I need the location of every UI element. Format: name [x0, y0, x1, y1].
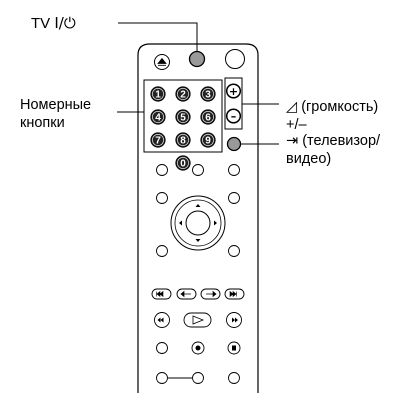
number-button-8: 8	[175, 132, 191, 148]
number-button-4: 4	[150, 109, 166, 125]
volume-label-line2: +/–	[286, 117, 307, 133]
small-button	[156, 342, 168, 354]
volume-minus-button: –	[225, 108, 242, 124]
number-button-6: 6	[200, 109, 216, 125]
number-button-digit: 8	[180, 136, 186, 147]
number-button-digit: 7	[155, 136, 161, 147]
number-button-0: 0	[175, 155, 191, 171]
play-button	[183, 312, 212, 328]
power-icon: I/⏻	[54, 14, 76, 32]
number-button-digit: 1	[155, 90, 161, 101]
number-button-3: 3	[200, 86, 216, 102]
small-button	[156, 245, 168, 257]
small-button	[228, 245, 240, 257]
volume-minus-glyph: –	[231, 110, 237, 123]
number-buttons-label: Номерные кнопки	[20, 96, 91, 132]
number-buttons-label-line1: Номерные	[20, 97, 92, 113]
number-button-digit: 0	[180, 159, 186, 170]
number-button-digit: 2	[180, 90, 186, 101]
tv-power-button	[188, 50, 206, 68]
stop-button	[191, 341, 205, 355]
number-button-digit: 5	[180, 113, 186, 124]
tv-video-label-line2: видео)	[286, 151, 332, 167]
number-button-digit: 3	[205, 90, 211, 101]
number-keypad: 1 2 3 4 5 6 7 8 9 0	[150, 86, 216, 171]
small-button	[156, 164, 168, 176]
number-buttons-label-line2: кнопки	[20, 115, 65, 131]
rewind-button	[154, 312, 170, 328]
number-button-2: 2	[175, 86, 191, 102]
eject-button	[154, 54, 170, 70]
small-button	[228, 192, 240, 204]
tv-power-label: TV I/⏻	[31, 14, 76, 33]
fast-forward-button	[226, 312, 242, 328]
tv-video-label: ⇥ (телевизор/ видео)	[286, 132, 380, 168]
number-button-digit: 6	[205, 113, 211, 124]
volume-icon: ◿	[286, 99, 298, 115]
small-button	[192, 372, 204, 384]
small-button	[228, 164, 240, 176]
small-button	[156, 192, 168, 204]
input-select-icon: ⇥	[286, 133, 299, 149]
number-button-9: 9	[200, 132, 216, 148]
number-buttons-frame	[143, 79, 223, 153]
number-button-5: 5	[175, 109, 191, 125]
power-button	[225, 49, 245, 69]
replay-button	[176, 288, 197, 300]
volume-label: ◿ (громкость) +/–	[286, 98, 378, 134]
volume-plus-button: +	[225, 83, 242, 99]
number-button-digit: 4	[155, 113, 161, 124]
small-button	[228, 372, 240, 384]
pause-button	[227, 341, 241, 355]
small-button	[156, 372, 168, 384]
volume-label-text: (громкость)	[301, 99, 379, 115]
volume-plus-glyph: +	[229, 85, 238, 98]
tv-power-label-text: TV	[31, 15, 51, 32]
small-button	[192, 164, 204, 176]
number-button-7: 7	[150, 132, 166, 148]
number-button-digit: 9	[205, 136, 211, 147]
prev-button	[151, 288, 172, 300]
next-button	[224, 288, 245, 300]
advance-button	[200, 288, 221, 300]
tv-power-callout-line	[118, 22, 198, 51]
direction-pad	[170, 195, 226, 251]
number-button-1: 1	[150, 86, 166, 102]
tv-video-label-text: (телевизор/	[302, 133, 381, 149]
tv-video-button	[226, 136, 242, 152]
